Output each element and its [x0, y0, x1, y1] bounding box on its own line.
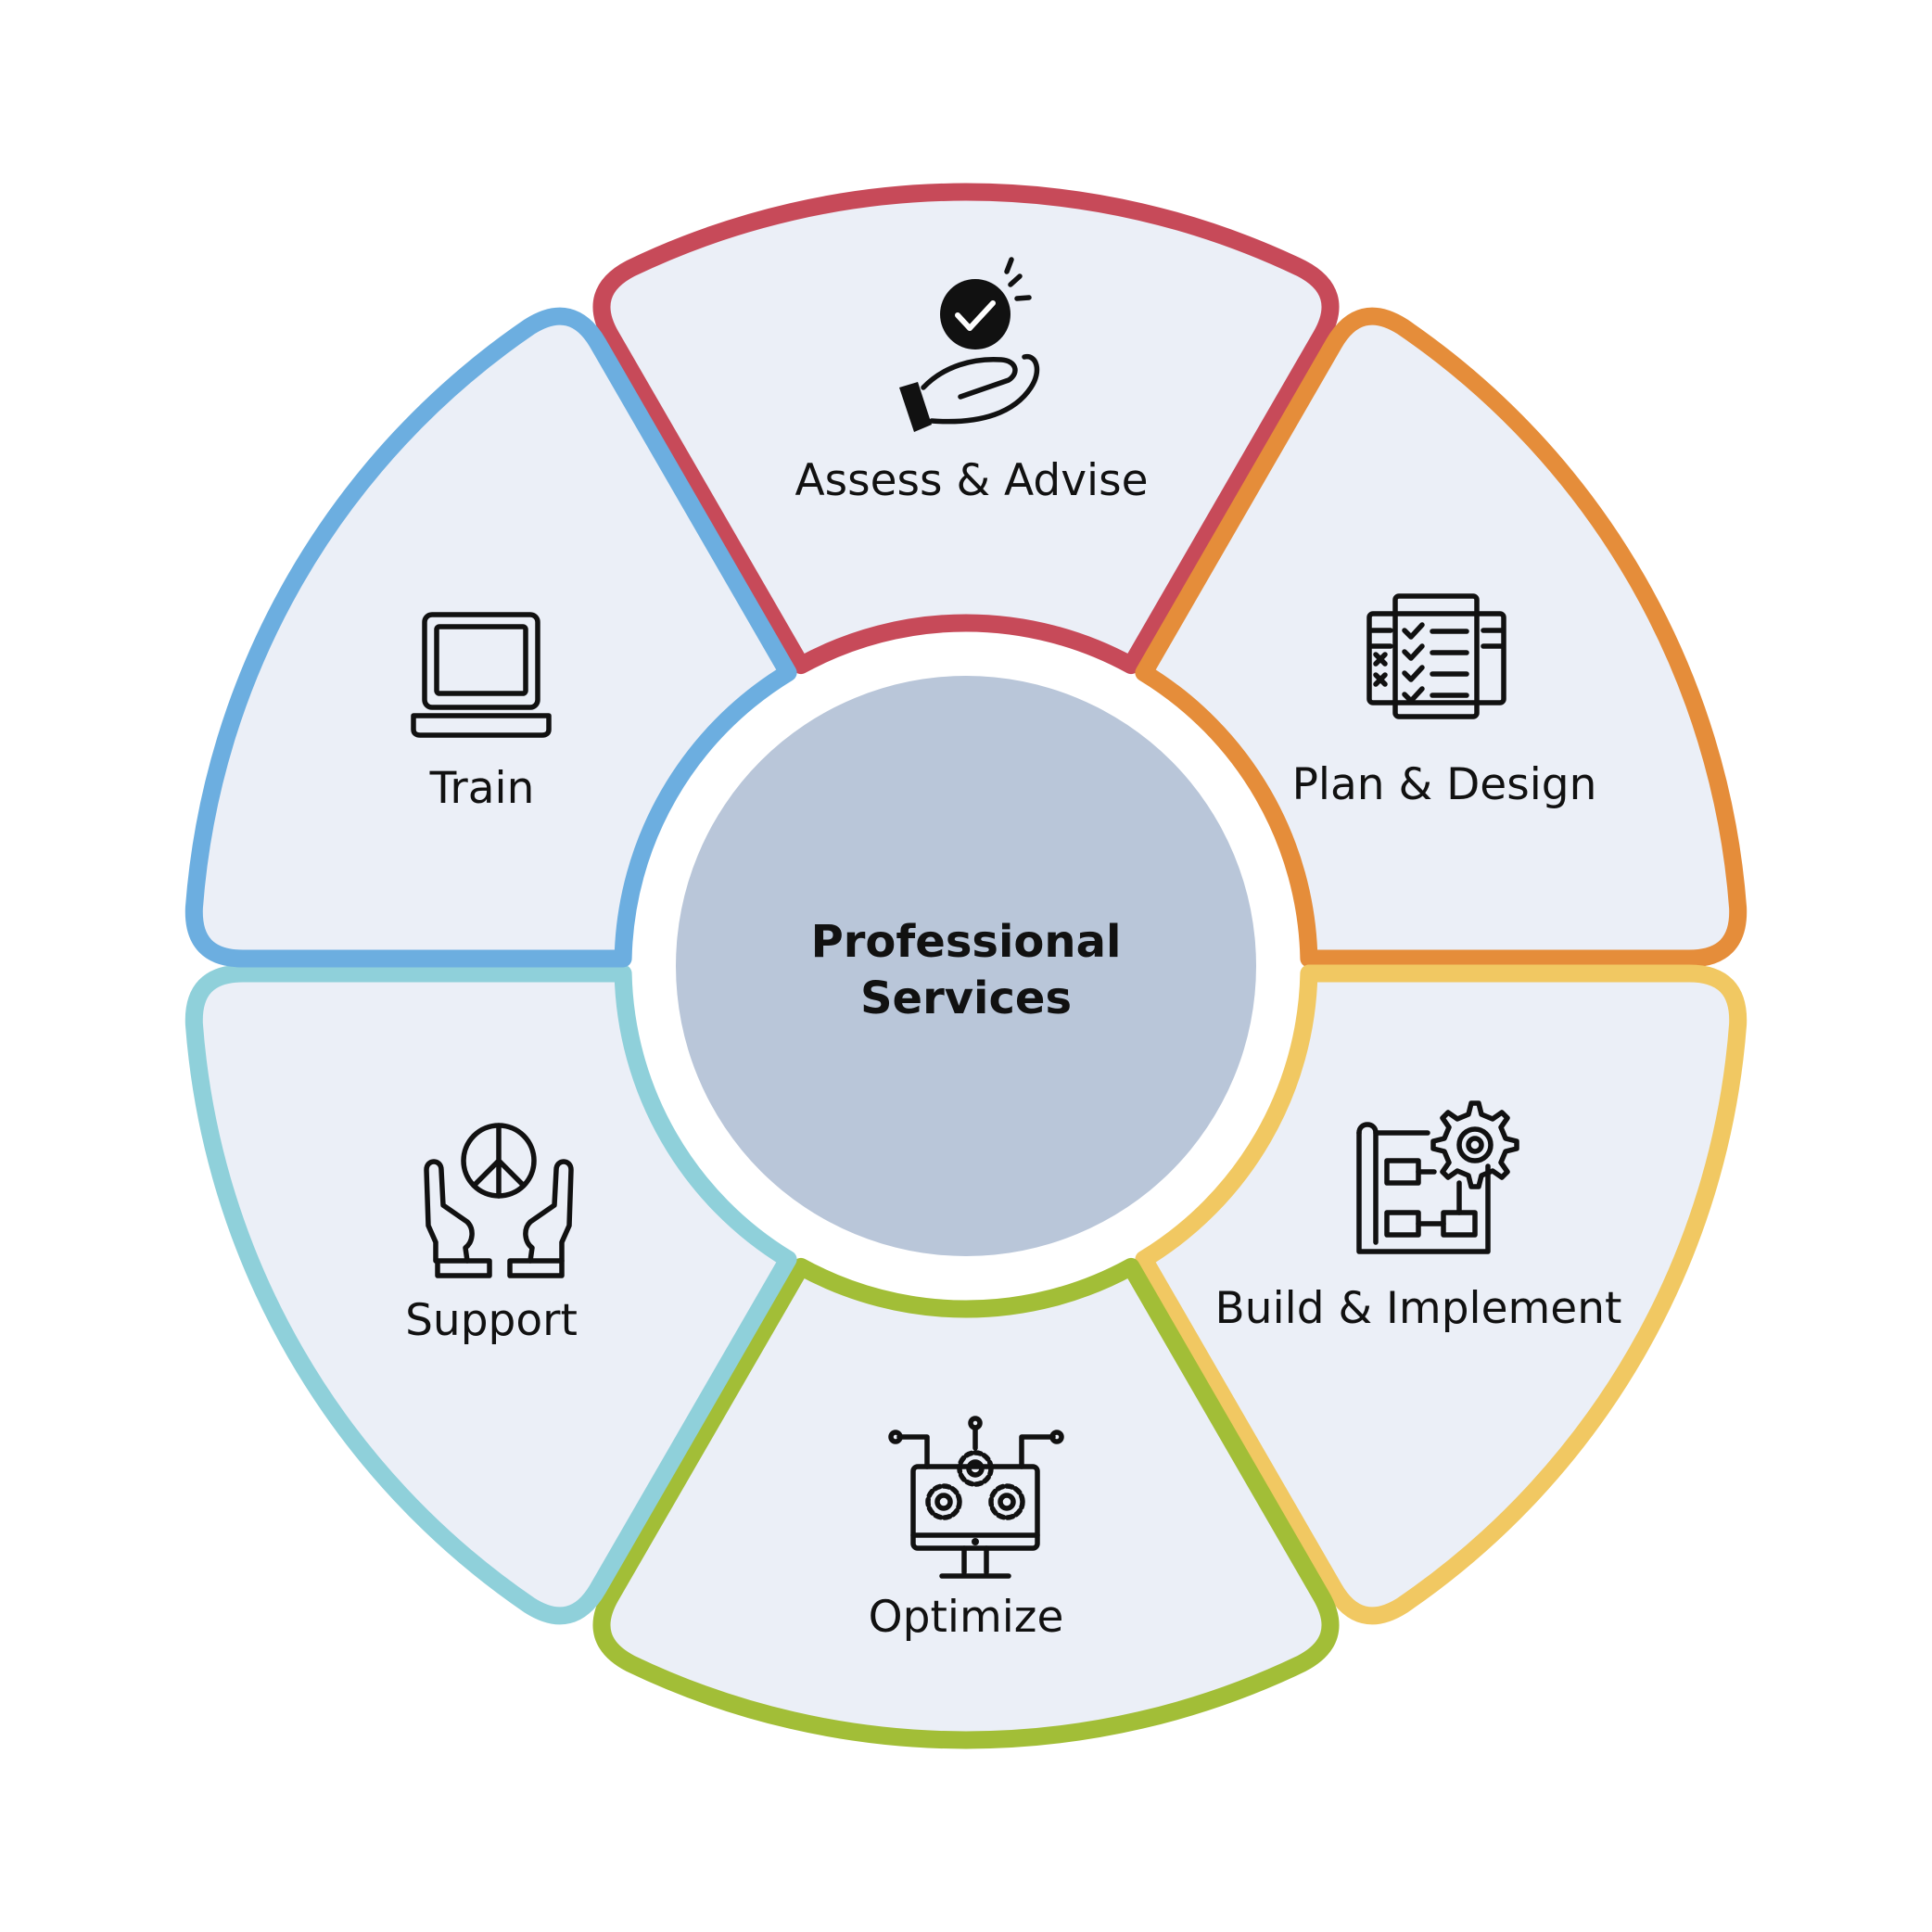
petal-optimize: [592, 1257, 1340, 1749]
center-title-line2: Services: [860, 972, 1072, 1024]
petal-plan: [1135, 307, 1748, 968]
hands-peace-icon: [424, 1123, 574, 1278]
center-title-line1: Professional: [811, 916, 1122, 968]
petal-build: [1135, 964, 1748, 1625]
petal-support: [184, 964, 797, 1625]
petal-label-support: Support: [405, 1295, 578, 1346]
petal-label-build: Build & Implement: [1215, 1283, 1622, 1334]
petal-label-train: Train: [429, 763, 535, 814]
petal-train: [184, 307, 797, 968]
blueprint-gear-icon: [1356, 1100, 1519, 1254]
center-circle: [676, 676, 1256, 1256]
laptop-icon: [411, 612, 552, 738]
petals-layer: [184, 183, 1748, 1749]
petal-assess: [592, 183, 1340, 675]
monitor-gears-icon: [888, 1416, 1064, 1579]
hand-checkmark-icon: [899, 257, 1040, 432]
petal-label-plan: Plan & Design: [1292, 759, 1597, 810]
center-hub: Professional Services: [640, 640, 1292, 1292]
petal-label-assess: Assess & Advise: [795, 455, 1149, 506]
checklist-document-icon: [1366, 593, 1506, 719]
petal-label-optimize: Optimize: [869, 1592, 1064, 1643]
